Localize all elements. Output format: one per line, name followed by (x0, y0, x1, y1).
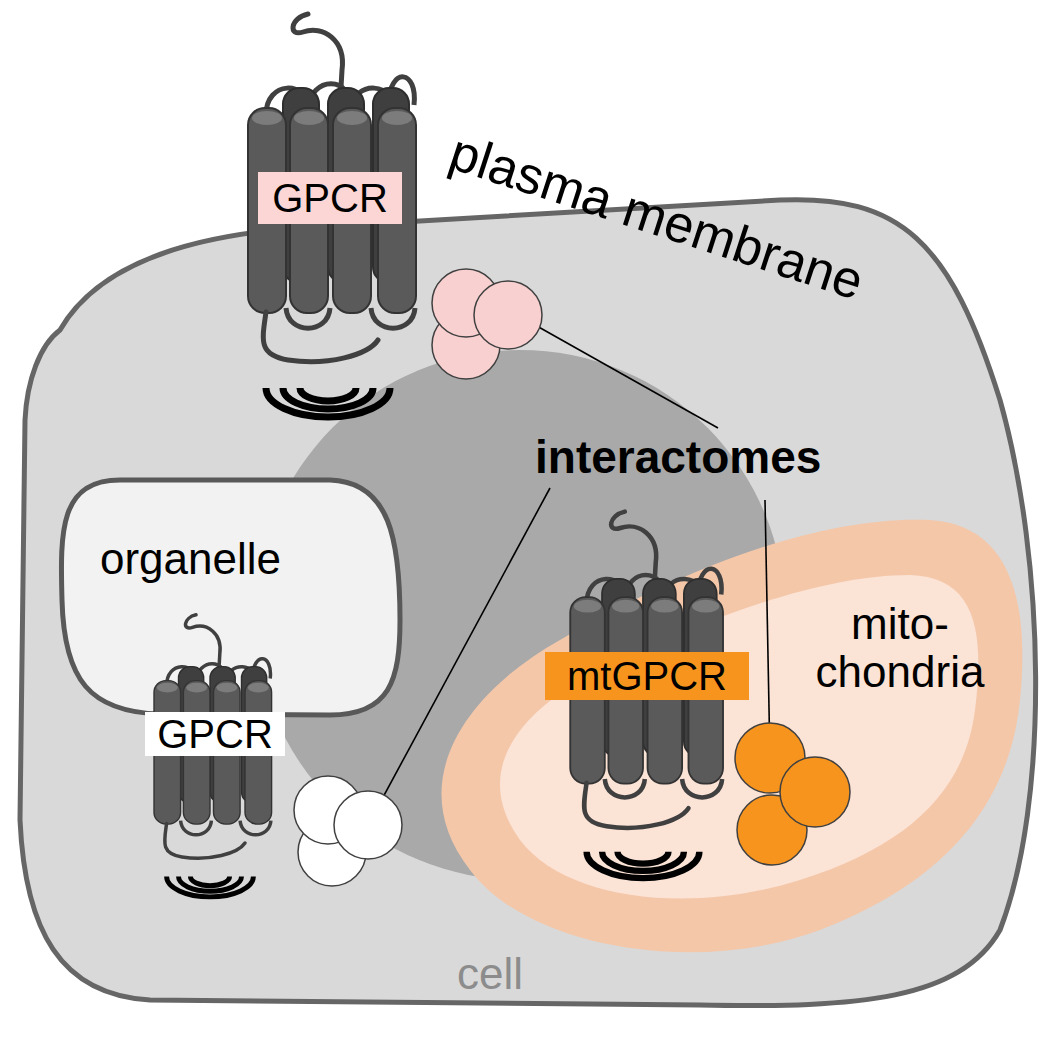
receptor-tag: GPCR (145, 712, 285, 756)
cell-body: cellGPCRorganelleGPCRmito- chondriamtGPC… (15, 195, 1045, 1015)
mitochondrion-body: mito- chondria mtGPCR (430, 515, 1030, 965)
shape-fill (20, 200, 1036, 1006)
group-label: interactomes (535, 430, 821, 484)
shape-title: organelle (100, 535, 360, 583)
tag-text: GPCR (157, 712, 273, 756)
organelle-body-outline (55, 470, 410, 725)
shape-title: mito- chondria (800, 600, 1000, 697)
organelle-body: organelle (55, 470, 410, 725)
tag-text: mtGPCR (567, 654, 727, 698)
shape-fill (441, 520, 1022, 953)
receptor-tag: mtGPCR (545, 652, 749, 700)
tag-text: GPCR (272, 176, 388, 220)
shape-title: cell (430, 950, 550, 998)
receptor-tag: GPCR (258, 172, 402, 224)
mitochondrion-body-outline (430, 515, 1030, 965)
shape-fill (61, 480, 400, 715)
